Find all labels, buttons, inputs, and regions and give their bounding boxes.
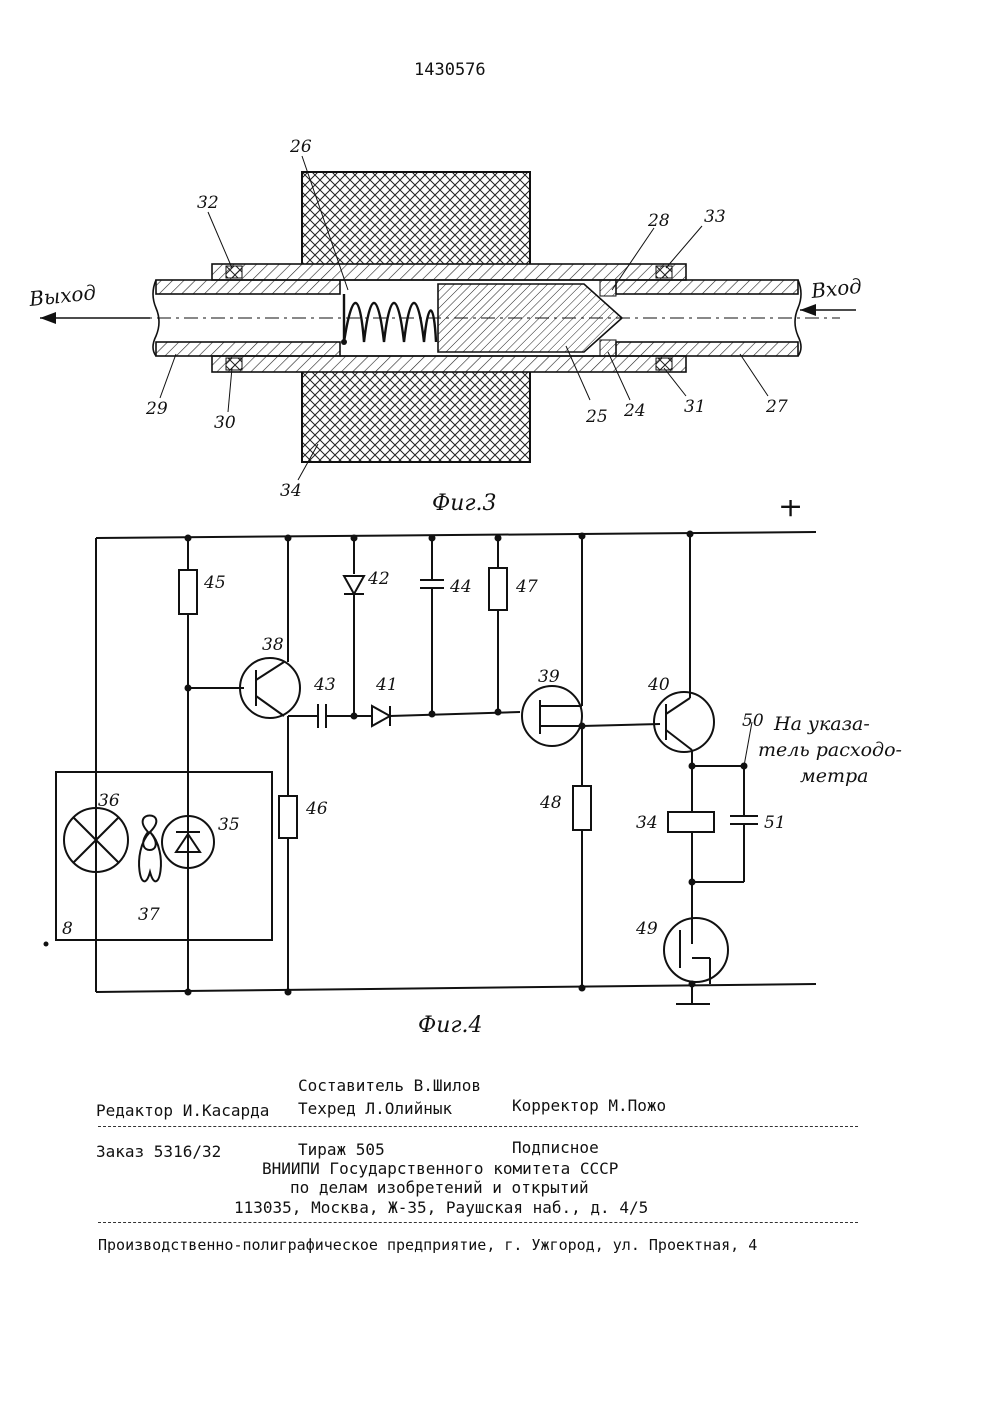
block-8 [56,772,272,940]
seal-30 [226,358,242,370]
fig3-label-28: 28 [647,211,670,231]
seat-24 [600,340,616,356]
fig3-label-31: 31 [684,397,706,417]
fig4-caption: Фиг.4 [418,1013,483,1038]
inlet-label: Вход [809,274,863,303]
sleeve-bottom [212,356,686,372]
fig4-label-38: 38 [262,635,284,655]
fig4-label-35: 35 [218,815,240,835]
fig4-label-36: 36 [98,791,120,811]
fig4-label-44: 44 [449,577,472,597]
fig3-label-26: 26 [289,137,312,157]
subscription-line: Подписное [512,1138,599,1157]
resistor-45 [179,570,197,614]
diode-42 [344,576,364,594]
impeller-37 [139,816,161,882]
fig4-label-45: 45 [203,573,226,593]
techred-line: Техред Л.Олийнык [298,1099,452,1118]
tube-27-bottom [616,342,798,356]
indicator-label-line1: На указа- [773,713,870,735]
fig3-label-33: 33 [704,207,726,227]
divider-top [98,1126,858,1127]
divider-bottom [98,1222,858,1223]
resistor-46 [279,796,297,838]
seal-32 [226,266,242,278]
compiler-line: Составитель В.Шилов [298,1076,481,1095]
tube-27-top [616,280,798,294]
fig4-label-50: 50 [742,711,764,731]
plus-sign: + [778,500,803,524]
fet-39 [522,686,582,746]
resistor-48 [573,786,591,830]
fig3-drawing: 26 32 28 33 29 30 25 24 31 27 34 Выход В… [0,0,1000,520]
fet-49 [664,918,728,982]
fig3-label-25: 25 [585,407,608,427]
fig4-label-39: 39 [538,667,560,687]
printer-line: Производственно-полиграфическое предприя… [98,1236,757,1254]
fig3-label-27: 27 [765,397,788,417]
indicator-label-line2: тель расходо- [758,739,902,761]
fig4-label-8: 8 [62,919,73,939]
fig4-label-40: 40 [647,675,670,695]
coil-34-schematic [668,812,714,832]
resistor-47 [489,568,507,610]
fig4-label-48: 48 [539,793,562,813]
tube-29-top [156,280,340,294]
fig4-label-37: 37 [138,905,160,925]
order-line: Заказ 5316/32 [96,1142,221,1161]
fig3-label-32: 32 [197,193,219,213]
editor-line: Редактор И.Касарда [96,1101,269,1120]
outlet-label: Выход [27,280,97,311]
tube-29-bottom [156,342,340,356]
fig4-label-49: 49 [635,919,658,939]
sleeve-top [212,264,686,280]
fig3-label-24: 24 [623,401,646,421]
org-line-2: по делам изобретений и открытий [290,1178,589,1197]
fig3-label-29: 29 [145,399,168,419]
seal-33 [656,266,672,278]
transistor-38 [240,658,300,718]
fig4-label-46: 46 [305,799,328,819]
fig3-label-34: 34 [280,481,302,501]
fig4-label-43: 43 [313,675,336,695]
fig3-label-30: 30 [214,413,236,433]
fig4-label-42: 42 [367,569,390,589]
fig4-label-34: 34 [636,813,658,833]
address-line: 113035, Москва, Ж-35, Раушская наб., д. … [234,1198,648,1217]
fig4-label-41: 41 [375,675,398,695]
fig4-label-51: 51 [764,813,786,833]
org-line-1: ВНИИПИ Государственного комитета СССР [262,1159,618,1178]
diode-41 [372,706,390,726]
circulation-line: Тираж 505 [298,1140,385,1159]
fig4-label-47: 47 [515,577,538,597]
corrector-line: Корректор М.Пожо [512,1096,666,1115]
indicator-label-line3: метра [800,765,869,787]
fig4-schematic: + 45 42 44 47 38 43 41 39 40 50 36 35 37… [0,500,1000,1040]
